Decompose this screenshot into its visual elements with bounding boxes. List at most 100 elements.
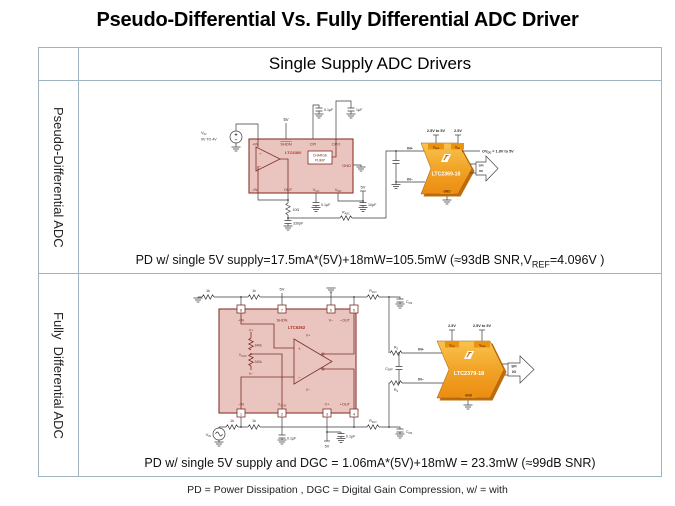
vin-label: VIN (201, 130, 206, 136)
adc-name-ltc2379: LTC2379-18 (454, 371, 484, 377)
cap-vcc-label: 0.1µF (321, 203, 331, 207)
rfilt-bottom-label: RFILT (369, 419, 377, 424)
pin-squares (236, 304, 359, 418)
r-bot1-label: 1k (230, 419, 234, 423)
spi-label-1: SPI (479, 163, 484, 167)
int-vplus-label: V+ (249, 329, 253, 333)
resistor-radc (339, 215, 353, 221)
adc-inp-label: IN+ (407, 147, 413, 151)
spi-arrow (507, 355, 535, 384)
caption-fully: PD w/ single 5V supply and DGC = 1.06mA*… (144, 456, 596, 470)
header-corner-cell (39, 48, 79, 81)
vin-source (212, 427, 226, 441)
cdiff-label: CDIFF (385, 367, 393, 372)
cap-cpi-label: 0.1µF (324, 108, 334, 112)
adc-name-ltc2369: LTC2369-18 (432, 172, 461, 178)
vdd-pin-tab (451, 143, 464, 150)
pin-number-7: 7 (281, 308, 284, 313)
pin-label-cpi: CPI (310, 142, 317, 147)
amp-plus-label: + (259, 151, 262, 156)
adc-ltc2379 (436, 340, 535, 401)
capacitor-330pf-label: 330pF (293, 222, 304, 226)
capacitor-cpi (315, 107, 323, 112)
caption-pseudo-sub: REF (531, 259, 550, 269)
ground-icon (326, 287, 336, 293)
pin-label-vdd: VDD (335, 187, 342, 193)
adc-inp-label: IN+ (418, 348, 424, 352)
cap-vdd-label: 10µF (368, 203, 377, 207)
resistor-1k (225, 424, 239, 430)
r-top2-label: 1k (252, 289, 256, 293)
spi-label-1: SPI (511, 365, 516, 369)
gnd-pin-tab (461, 391, 476, 398)
adc-pin-vdd: VDD (449, 343, 455, 348)
pin-label-vocm: VOCM (278, 403, 287, 408)
chip-name-ltc6360: LTC6360 (285, 150, 302, 155)
row-label-pseudo-differential: Pseudo-Differential ADC (39, 81, 79, 274)
pin-label-inp: +IN (238, 319, 244, 323)
ground-icon (395, 303, 405, 309)
ltc6362-block (218, 308, 357, 414)
resistor-rfilt (366, 424, 380, 430)
ccm-top-label: CCM (406, 300, 412, 305)
caption-pseudo-text2: =4.096V ) (549, 252, 605, 267)
pin-number-3: 3 (326, 412, 329, 417)
ltc6362-internals (240, 313, 355, 409)
wires-pseudo (231, 100, 462, 231)
row-label-fully-differential: Fully Differential ADC (39, 274, 79, 476)
ground-icon (283, 225, 293, 231)
amp-minus-label: − (298, 375, 301, 380)
pin-number-1: 1 (240, 412, 243, 417)
resistor-rs (389, 350, 403, 356)
pin-number-6: 6 (330, 308, 333, 313)
adc-vref-supply-label: 2.5V to 5V (473, 324, 492, 328)
supply-5v-label: 5V (280, 287, 285, 292)
ground-icon (346, 113, 356, 119)
capacitor-vplus (337, 433, 345, 437)
pin-label-inn: −IN (238, 403, 244, 407)
int-vminus-label: V− (249, 372, 253, 376)
amp-vminus-label: V− (306, 388, 310, 392)
cap-vocm-label: 0.1µF (287, 437, 297, 441)
cap-vplus-label: 0.1µF (346, 435, 356, 439)
resistor-1k (247, 294, 261, 300)
row-fully-differential: 1k 1k 5V RFILT CCM 8 7 6 5 +IN SHDN V− −… (79, 274, 661, 476)
ground-icon (193, 297, 203, 303)
pin-label-vplus: V+ (325, 403, 331, 407)
adc-inn-label: IN− (407, 178, 413, 182)
adc-vref-supply-label: 2.5V to 5V (427, 129, 446, 133)
adc-pin-vdd: VDD (455, 145, 461, 150)
pin-number-4: 4 (353, 412, 356, 417)
gnd-pin-tab (440, 187, 454, 194)
vin-range-label: 0V TO 4V (201, 138, 217, 142)
table-header: Single Supply ADC Drivers (79, 48, 661, 81)
ovdd-label: OVDD = 1.8V to 5V (482, 150, 514, 155)
fda-triangle (293, 338, 333, 385)
vref-pin-tab (474, 341, 490, 348)
comparison-table: Single Supply ADC Drivers Pseudo-Differe… (38, 47, 662, 477)
spi-label-2: I/O (512, 370, 517, 374)
amp-plus-label: + (298, 347, 301, 352)
ground-icon (442, 199, 452, 205)
capacitor-ccm-bottom (396, 428, 404, 433)
rs-top-label: RS (394, 346, 399, 351)
pin-label-outn: −OUT (340, 319, 351, 323)
rs-bottom-label: RS (394, 388, 399, 393)
pin-label-out: OUT (284, 187, 293, 192)
supply-vplus-label: 5V (325, 445, 330, 449)
pin-label-gnd: GND (342, 163, 351, 168)
spi-label-2: I/O (479, 169, 484, 173)
spi-arrow (475, 155, 499, 182)
ground-icon (463, 404, 473, 410)
page-title: Pseudo-Differential Vs. Fully Differenti… (96, 9, 579, 31)
charge-pump-box (307, 150, 333, 165)
resistor-340k-label-1: 340k (255, 344, 263, 348)
vocm-node-label: VOCM (239, 353, 247, 358)
r-top1-label: 1k (206, 289, 210, 293)
resistor-1k (201, 294, 215, 300)
pin-label-vcc: VCC (313, 187, 320, 193)
supply-5v-label: 5V (283, 117, 288, 122)
caption-pseudo-text: PD w/ single 5V supply=17.5mA*(5V)+18mW=… (135, 252, 532, 267)
ground-icon (356, 166, 366, 172)
row-label-fully-text: Fully Differential ADC (51, 311, 66, 439)
